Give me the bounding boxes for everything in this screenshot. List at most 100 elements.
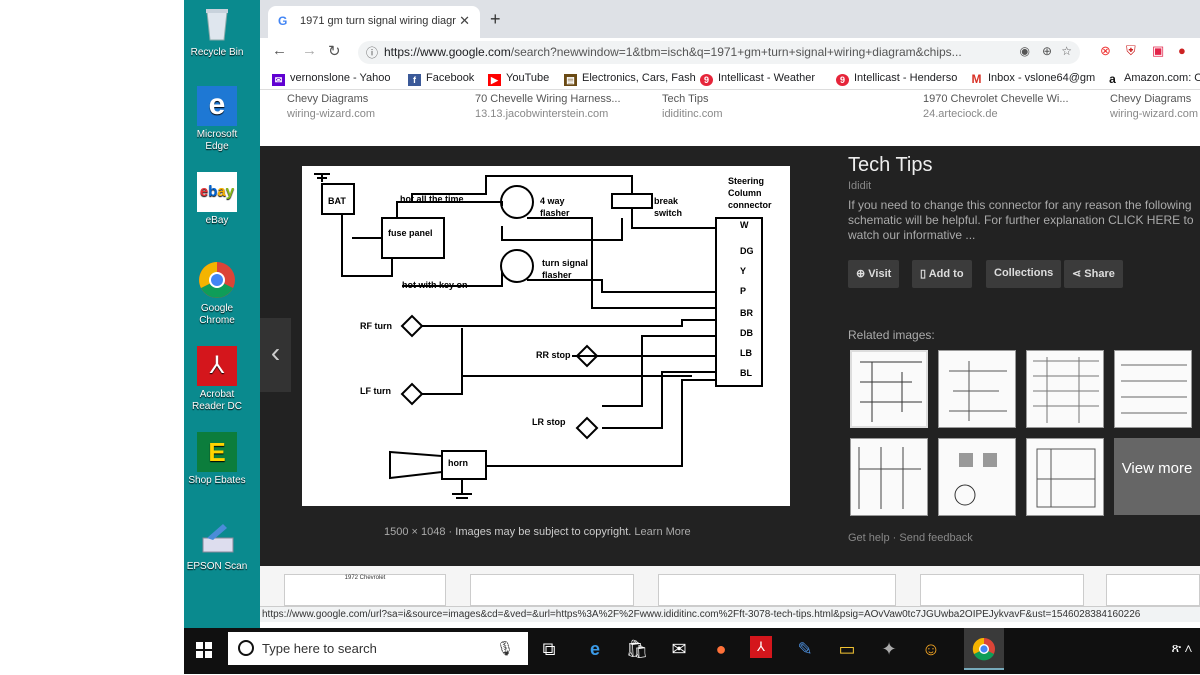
app-game-icon[interactable]: ☺ xyxy=(921,639,941,659)
desktop-icon-acrobat[interactable]: ⅄ Acrobat Reader DC xyxy=(184,346,250,413)
result-item[interactable]: 70 Chevelle Wiring Harness...13.13.jacob… xyxy=(475,93,621,120)
zoom-icon[interactable]: ⊕ xyxy=(1041,44,1052,58)
ebay-icon: ebay xyxy=(197,172,237,212)
acrobat-icon: ⅄ xyxy=(197,346,237,386)
store-icon[interactable]: 🛍 xyxy=(625,639,649,659)
diagram-label-lr-stop: LR stop xyxy=(532,417,566,427)
filmstrip-image[interactable] xyxy=(470,574,634,606)
related-image-thumb[interactable] xyxy=(1114,350,1192,428)
extension-1-icon[interactable]: ⊗ xyxy=(1100,43,1111,58)
bookmark-yahoo[interactable]: ✉vernonslone - Yahoo xyxy=(272,72,391,86)
wiring-diagram-image[interactable]: BAT fuse panel hot all the time hot with… xyxy=(302,166,790,506)
close-icon[interactable]: ✕ xyxy=(459,13,470,28)
filmstrip-image[interactable]: 1972 Chevrolet xyxy=(284,574,446,606)
extension-2-icon[interactable]: ⛨ xyxy=(1126,43,1136,58)
result-item[interactable]: 1970 Chevrolet Chevelle Wi...24.artecioc… xyxy=(923,93,1069,120)
filmstrip-image[interactable] xyxy=(1106,574,1200,606)
learn-more-link[interactable]: Learn More xyxy=(634,526,691,538)
desktop-icon-chrome[interactable]: Google Chrome xyxy=(184,260,250,327)
related-image-thumb[interactable] xyxy=(1026,438,1104,516)
reload-icon[interactable]: ↻ xyxy=(328,43,341,60)
address-bar[interactable]: ⓘ https://www.google.com/search?newwindo… xyxy=(358,41,1080,64)
diagram-label-turn-signal-flasher: flasher xyxy=(542,270,572,280)
chevron-left-icon: ‹ xyxy=(270,337,281,368)
send-feedback-link[interactable]: Send feedback xyxy=(899,532,973,544)
bookmark-youtube[interactable]: ▶YouTube xyxy=(488,72,549,86)
desktop: Recycle Bin e Microsoft Edge ebay eBay G… xyxy=(184,0,260,628)
system-tray[interactable]: ጽ ∧ xyxy=(1171,640,1192,655)
related-image-thumb[interactable] xyxy=(938,438,1016,516)
star-icon[interactable]: ☆ xyxy=(1061,44,1072,58)
diagram-label-connector: connector xyxy=(728,200,772,210)
edge-taskbar-icon[interactable]: e xyxy=(589,639,600,659)
bookmark-icon: ▯ xyxy=(920,268,927,280)
left-margin xyxy=(0,0,184,674)
related-images-label: Related images: xyxy=(848,328,935,342)
diagram-pin-p: P xyxy=(740,286,746,296)
intellicast-icon: 9 xyxy=(836,74,849,86)
microphone-icon[interactable]: 🎙 xyxy=(496,640,514,656)
task-view-icon[interactable]: ⧉ xyxy=(542,639,556,659)
bookmark-ebay[interactable]: ▤Electronics, Cars, Fash xyxy=(564,72,696,86)
collections-button[interactable]: Collections xyxy=(986,260,1062,288)
related-image-thumb[interactable] xyxy=(850,438,928,516)
related-image-thumb[interactable] xyxy=(1026,350,1104,428)
mail-icon[interactable]: ✉ xyxy=(671,639,687,659)
acrobat-taskbar-icon[interactable]: ⅄ xyxy=(750,636,772,658)
file-explorer-icon[interactable]: ▭ xyxy=(838,639,856,659)
image-title[interactable]: Tech Tips xyxy=(848,154,933,176)
diagram-pin-bl: BL xyxy=(740,368,752,378)
get-help-link[interactable]: Get help xyxy=(848,532,890,544)
image-source[interactable]: Ididit xyxy=(848,180,872,192)
browser-tab[interactable]: G 1971 gm turn signal wiring diagr ✕ xyxy=(268,6,480,38)
desktop-icon-ebates[interactable]: E Shop Ebates xyxy=(184,432,250,487)
app-icon[interactable]: ✦ xyxy=(881,639,897,659)
location-icon[interactable]: ◉ xyxy=(1019,44,1030,58)
firefox-icon[interactable]: ● xyxy=(715,639,727,659)
chrome-taskbar-button[interactable] xyxy=(964,628,1004,670)
edge-icon: e xyxy=(197,86,237,126)
image-viewer: ‹ xyxy=(260,146,1200,566)
desktop-icon-recycle-bin[interactable]: Recycle Bin xyxy=(184,4,250,59)
forward-icon[interactable]: → xyxy=(302,42,317,59)
desktop-icon-ebay[interactable]: ebay eBay xyxy=(184,172,250,227)
desktop-icon-edge[interactable]: e Microsoft Edge xyxy=(196,86,238,152)
new-tab-icon[interactable]: + xyxy=(490,9,501,29)
view-more-button[interactable]: View more xyxy=(1114,438,1200,515)
info-icon[interactable]: ⓘ xyxy=(366,46,379,60)
diagram-pin-dg: DG xyxy=(740,246,754,256)
windows-start-icon[interactable] xyxy=(196,642,212,658)
previous-image-button[interactable]: ‹ xyxy=(260,318,291,392)
taskbar-search[interactable]: Type here to search 🎙 xyxy=(228,632,528,665)
extension-4-icon[interactable]: ● xyxy=(1178,43,1186,58)
image-description: If you need to change this connector for… xyxy=(848,198,1194,242)
related-image-thumb[interactable] xyxy=(938,350,1016,428)
filmstrip-image[interactable] xyxy=(658,574,896,606)
related-image-thumb[interactable] xyxy=(850,350,928,428)
diagram-label-4way: 4 way xyxy=(540,196,565,206)
back-icon[interactable]: ← xyxy=(272,42,287,59)
google-favicon-icon: G xyxy=(278,14,288,28)
visit-button[interactable]: ⊕ Visit xyxy=(848,260,900,288)
share-button[interactable]: ⋖ Share xyxy=(1064,260,1123,288)
epson-taskbar-icon[interactable]: ✎ xyxy=(797,639,813,659)
ebates-icon: E xyxy=(197,432,237,472)
filmstrip-image[interactable] xyxy=(920,574,1084,606)
extension-3-icon[interactable]: ▣ xyxy=(1152,43,1165,58)
recycle-bin-icon xyxy=(197,4,237,44)
add-to-button[interactable]: ▯ Add to xyxy=(912,260,972,288)
desktop-icon-epson[interactable]: EPSON Scan xyxy=(184,518,250,573)
ebay-bookmark-icon: ▤ xyxy=(564,74,577,86)
youtube-icon: ▶ xyxy=(488,74,501,86)
yahoo-icon: ✉ xyxy=(272,74,285,86)
image-meta: 1500 × 1048 · Images may be subject to c… xyxy=(384,526,691,538)
diagram-label-fuse-panel: fuse panel xyxy=(388,228,433,238)
